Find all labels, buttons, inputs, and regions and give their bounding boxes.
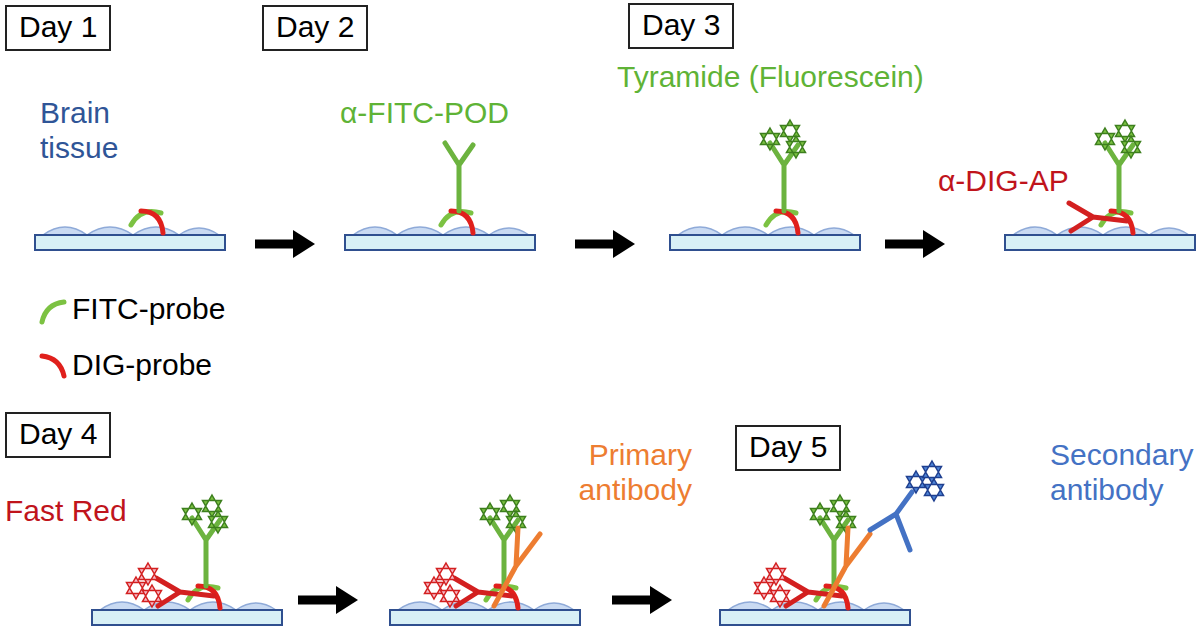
day-label: Day 4 — [19, 417, 97, 452]
legend-entry: FITC-probe — [72, 292, 225, 327]
antibody-label: α-DIG-AP — [938, 164, 1069, 199]
antibody-label: α-FITC-POD — [340, 96, 509, 131]
day-box: Day 5 — [735, 425, 841, 471]
substrate-label: Fast Red — [5, 494, 127, 529]
day-box: Day 1 — [5, 5, 111, 51]
day-box: Day 3 — [628, 3, 734, 49]
day-label: Day 3 — [642, 8, 720, 43]
tissue-label: Brain tissue — [40, 96, 190, 165]
day-label: Day 2 — [276, 10, 354, 45]
antibody-label: Primary antibody — [560, 438, 692, 507]
day-label: Day 5 — [749, 430, 827, 465]
day-box: Day 4 — [5, 412, 111, 458]
legend-entry: DIG-probe — [72, 348, 212, 383]
day-box: Day 2 — [262, 5, 368, 51]
antibody-label: Secondary antibody — [1050, 438, 1196, 507]
day-label: Day 1 — [19, 10, 97, 45]
tyramide-label: Tyramide (Fluorescein) — [617, 60, 924, 95]
